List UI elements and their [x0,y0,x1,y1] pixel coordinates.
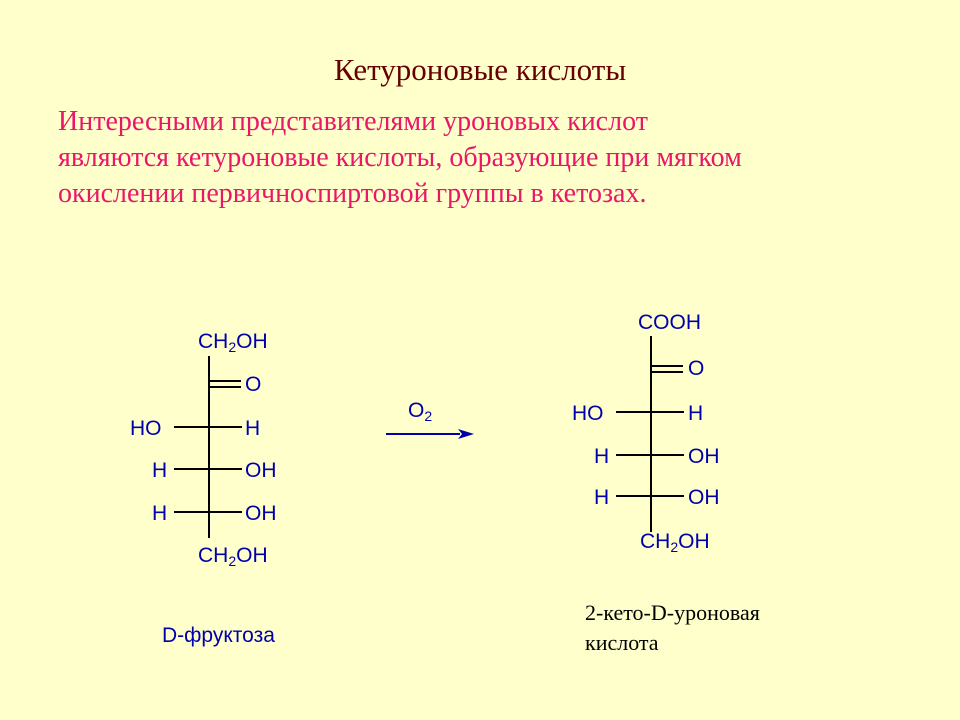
fructose-keto-bond-2 [209,386,241,388]
slide-title: Кетуроновые кислоты [333,52,627,87]
product-row1-left: HO [572,402,604,425]
product-row3-left: H [594,486,610,509]
product-caption: 2-кето-D-уроновая кислота [585,598,885,658]
fructose-keto-oxygen: O [245,373,262,396]
product-row1-bond [616,411,684,413]
product-backbone [650,336,652,532]
product-row2-right: OH [688,445,720,468]
product-row1-right: H [688,402,704,425]
product-bottom-group: CH2OH [640,530,710,555]
intro-line-2: являются кетуроновые кислоты, образующие… [58,142,742,173]
fructose-keto-bond-1 [209,380,241,382]
fructose-row1-right: H [245,417,261,440]
fructose-row1-left: HO [130,417,162,440]
fructose-row3-left: H [152,502,168,525]
fructose-row3-bond [174,511,242,513]
intro-line-1: Интересными представителями уроновых кис… [58,106,648,137]
fructose-backbone [208,356,210,538]
arrow-icon [386,429,474,439]
product-caption-line-2: кислота [585,630,659,655]
fructose-top-group: CH2OH [198,330,268,355]
fructose-row1-bond [174,426,242,428]
fructose-bottom-group: CH2OH [198,544,268,569]
product-row3-right: OH [688,486,720,509]
fructose-row2-left: H [152,459,168,482]
fructose-row3-right: OH [245,502,277,525]
product-caption-line-1: 2-кето-D-уроновая [585,600,760,625]
fructose-caption: D-фруктоза [162,624,275,647]
fructose-row2-bond [174,468,242,470]
product-keto-bond-1 [651,365,683,367]
product-row2-bond [616,454,684,456]
intro-line-3: окислении первичноспиртовой группы в кет… [58,178,647,209]
product-row2-left: H [594,445,610,468]
product-keto-bond-2 [651,371,683,373]
product-top-group: COOH [638,311,701,334]
fructose-row2-right: OH [245,459,277,482]
intro-text: Интересными представителями уроновых кис… [58,104,938,212]
product-row3-bond [616,495,684,497]
product-keto-oxygen: O [688,357,705,380]
reagent-label: O2 [408,399,433,424]
